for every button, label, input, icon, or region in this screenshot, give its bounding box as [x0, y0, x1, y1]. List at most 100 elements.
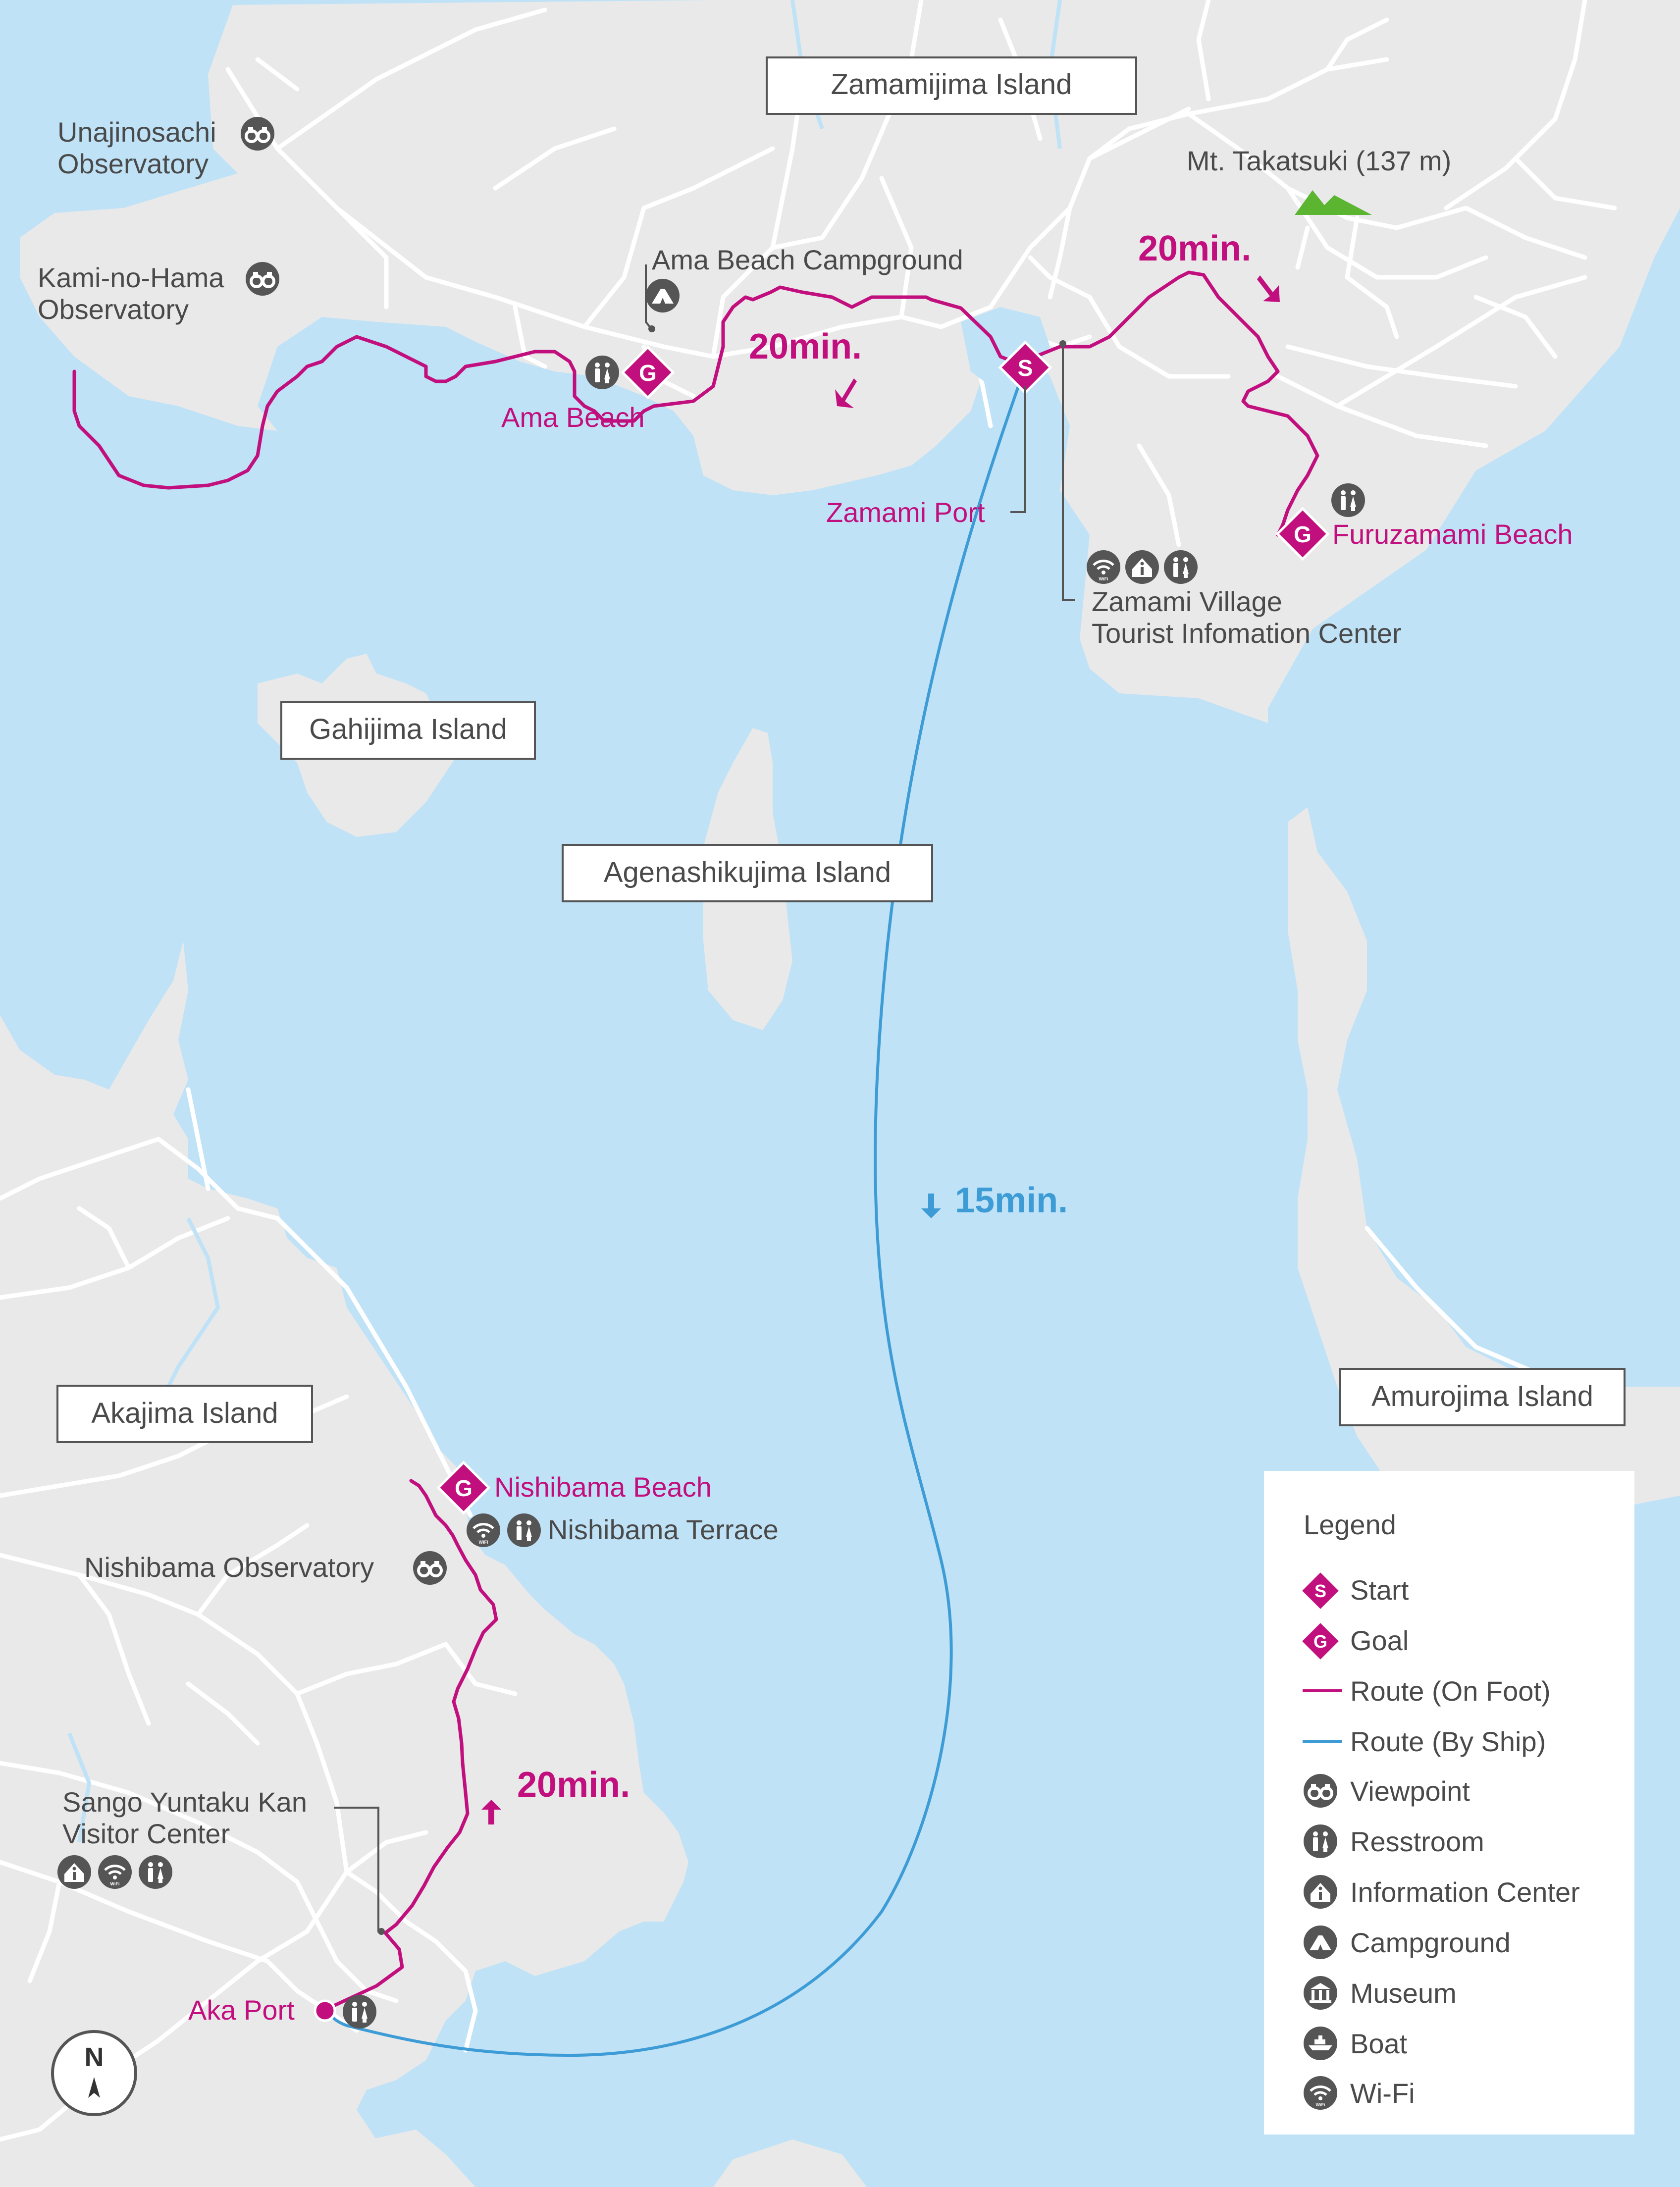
label-unajinosachi-2: Observatory: [57, 148, 209, 179]
tic-wifi-icon: [1087, 550, 1120, 584]
label-aka-port: Aka Port: [188, 1994, 295, 2026]
legend-boat: Boat: [1350, 2028, 1408, 2059]
walking-routes: [72, 270, 1319, 2014]
svg-text:G: G: [1313, 1631, 1327, 1652]
amurojima-landmass: [1288, 807, 1680, 1506]
legend-goal: Goal: [1350, 1625, 1409, 1656]
label-takatsuki: Mt. Takatsuki (137 m): [1187, 145, 1451, 176]
island-label-aka: Akajima Island: [56, 1385, 313, 1443]
time-ama: 20min.: [749, 327, 862, 366]
tic-info-icon: [1125, 550, 1159, 584]
label-nishibama-terrace: Nishibama Terrace: [548, 1514, 779, 1545]
walk-route-ama: [72, 285, 1027, 490]
unajinosachi-viewpoint-icon: [241, 117, 274, 151]
svg-text:G: G: [1294, 521, 1312, 547]
svg-text:G: G: [455, 1475, 472, 1501]
time-furuzamami: 20min.: [1138, 229, 1251, 268]
legend-start: Start: [1350, 1574, 1409, 1606]
label-furuzamami-beach: Furuzamami Beach: [1332, 519, 1573, 550]
zamamijima-landmass: [20, 0, 1680, 723]
label-kaminohama-1: Kami-no-Hama: [38, 262, 224, 293]
goal-marker-ama: G: [621, 345, 675, 400]
walk-route-nishibama: [319, 1479, 498, 2014]
north-arrow-icon: N: [51, 2030, 137, 2116]
svg-text:N: N: [85, 2042, 104, 2072]
sango-wifi-icon: [98, 1855, 132, 1889]
legend-goal-icon: G: [1302, 1623, 1339, 1660]
label-sango-2: Visitor Center: [62, 1818, 230, 1849]
svg-text:G: G: [639, 360, 657, 386]
island-label-gahi: Gahijima Island: [280, 701, 536, 760]
legend-camp-icon: [1304, 1926, 1337, 1959]
leader-dots: [378, 325, 1066, 1935]
label-nishibama-observatory: Nishibama Observatory: [84, 1552, 374, 1583]
legend-camp: Campground: [1350, 1927, 1511, 1958]
label-unajinosachi-1: Unajinosachi: [57, 116, 216, 148]
arrow-furuzamami: [1257, 275, 1280, 302]
island-label-zamami: Zamamijima Island: [766, 56, 1137, 115]
nishibama-restroom-icon: [507, 1513, 541, 1547]
label-ama-beach: Ama Beach: [501, 402, 645, 433]
nishibama-wifi-icon: [467, 1513, 500, 1547]
route-arrows: [481, 275, 1280, 1824]
legend-restroom: Resstroom: [1350, 1826, 1484, 1857]
island-label-amuro: Amurojima Island: [1339, 1368, 1626, 1426]
legend-boat-icon: [1304, 2027, 1337, 2060]
legend-viewpoint-icon: [1304, 1774, 1337, 1808]
svg-text:Gahijima Island: Gahijima Island: [309, 713, 507, 745]
time-nishibama: 20min.: [517, 1765, 630, 1805]
ship-route: [320, 365, 1027, 2057]
walk-route-furuzamami: [1023, 270, 1319, 537]
legend-wifi-icon: [1304, 2076, 1337, 2110]
arrow-nishibama: [481, 1800, 501, 1824]
furuzamami-restroom-icon: [1331, 483, 1365, 517]
nishibama-viewpoint-icon: [413, 1551, 447, 1585]
time-ship: 15min.: [955, 1181, 1068, 1220]
aka-port-restroom-icon: [343, 1995, 376, 2029]
label-sango-1: Sango Yuntaku Kan: [62, 1786, 307, 1818]
arrow-ship: [921, 1194, 941, 1218]
akajima-landmass: [0, 941, 688, 2187]
island-label-agenashiku: Agenashikujima Island: [562, 844, 933, 902]
tic-restroom-icon: [1164, 550, 1198, 584]
legend-info: Information Center: [1350, 1876, 1580, 1908]
goal-marker-nishibama: G: [436, 1460, 491, 1515]
svg-text:S: S: [1018, 355, 1033, 381]
svg-text:Akajima Island: Akajima Island: [91, 1397, 278, 1429]
legend-route-foot: Route (On Foot): [1350, 1675, 1551, 1707]
aka-port-dot: [314, 1999, 336, 2022]
start-marker-zamami: S: [998, 340, 1052, 395]
label-kaminohama-2: Observatory: [38, 294, 189, 325]
svg-text:S: S: [1314, 1581, 1326, 1601]
legend-restroom-icon: [1304, 1824, 1337, 1858]
label-tic-1: Zamami Village: [1092, 586, 1282, 617]
legend-title: Legend: [1304, 1509, 1396, 1540]
pink-labels: Ama Beach Zamami Port Furuzamami Beach N…: [188, 402, 1573, 2026]
mountain-icon: [1295, 190, 1372, 215]
arrow-ama: [835, 378, 857, 408]
legend-info-icon: [1304, 1875, 1337, 1909]
legend: Legend S Start G Goal Route (On Foot) Ro…: [1264, 1471, 1634, 2135]
route-time-labels: 20min. 20min. 15min. 20min.: [517, 229, 1251, 1805]
sango-restroom-icon: [139, 1855, 172, 1889]
legend-viewpoint: Viewpoint: [1350, 1775, 1470, 1807]
place-labels: Unajinosachi Observatory Kami-no-Hama Ob…: [38, 116, 1451, 1849]
kaminohama-viewpoint-icon: [246, 262, 279, 296]
ama-restroom-icon: [585, 356, 619, 389]
svg-text:Zamamijima Island: Zamamijima Island: [831, 68, 1072, 101]
legend-museum: Museum: [1350, 1978, 1457, 2009]
sango-info-icon: [57, 1855, 91, 1889]
legend-museum-icon: [1304, 1976, 1337, 2010]
legend-wifi: Wi-Fi: [1350, 2078, 1415, 2109]
label-nishibama-beach: Nishibama Beach: [494, 1471, 712, 1503]
goal-marker-furuzamami: G: [1275, 507, 1330, 561]
legend-start-icon: S: [1302, 1572, 1339, 1609]
legend-route-ship: Route (By Ship): [1350, 1726, 1546, 1757]
label-tic-2: Tourist Infomation Center: [1092, 618, 1402, 649]
ama-campground-icon: [646, 279, 680, 312]
label-zamami-port: Zamami Port: [826, 497, 985, 528]
svg-text:Amurojima Island: Amurojima Island: [1371, 1380, 1593, 1412]
svg-text:Agenashikujima Island: Agenashikujima Island: [604, 856, 891, 888]
